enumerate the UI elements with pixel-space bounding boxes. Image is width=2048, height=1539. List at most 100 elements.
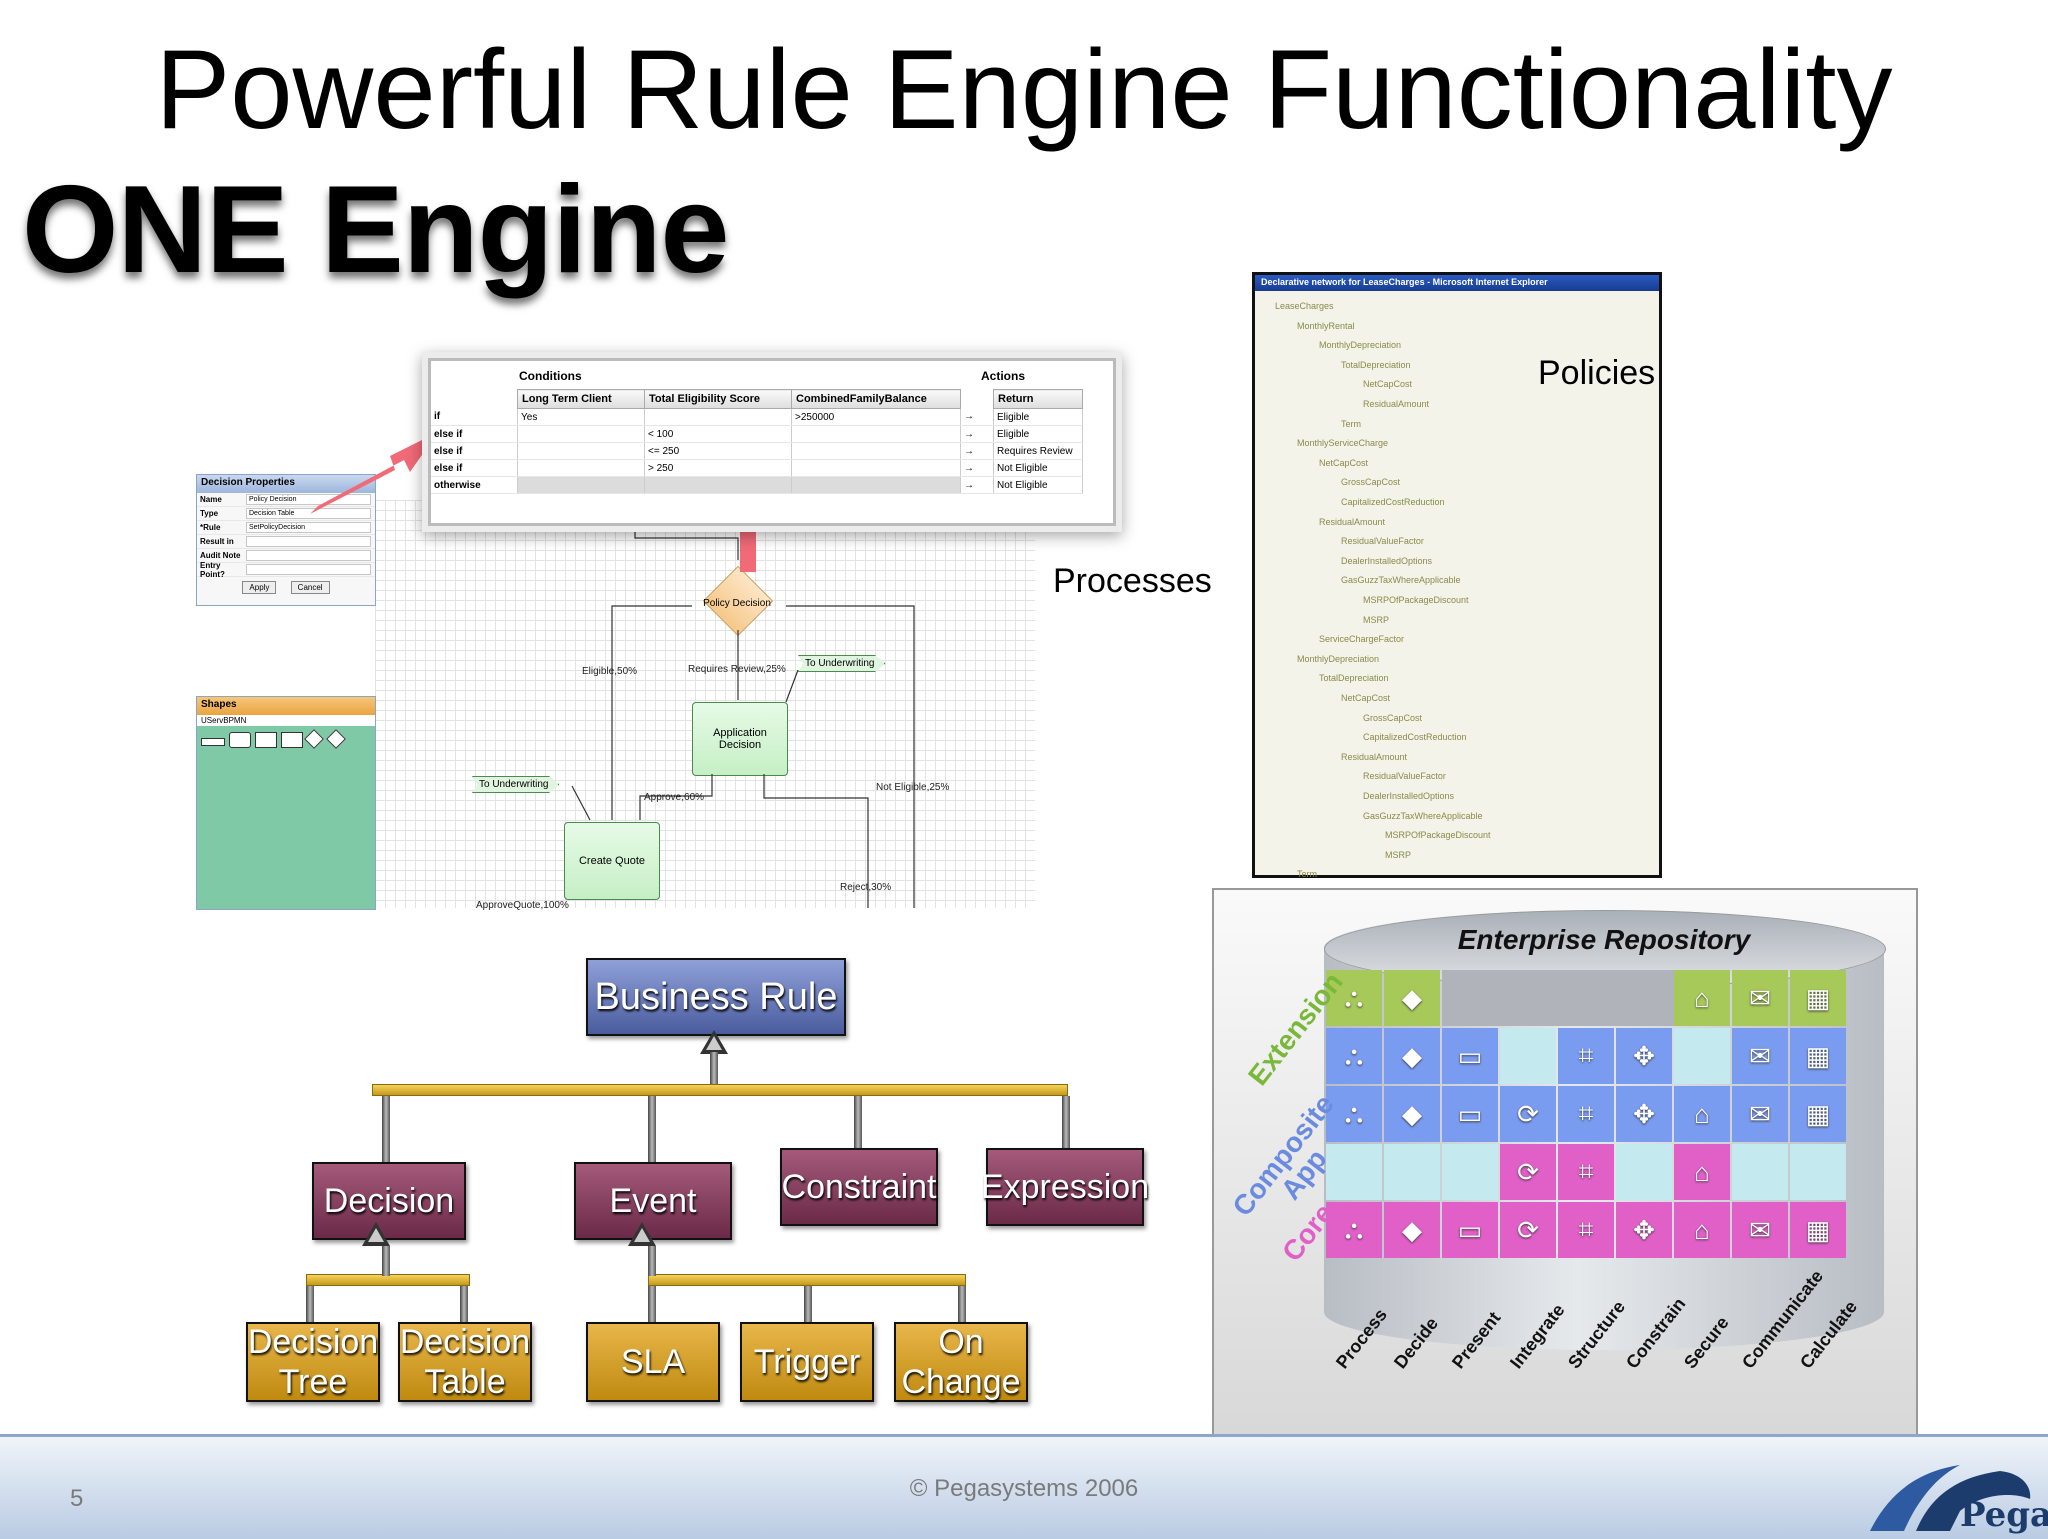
shape-line-icon[interactable] xyxy=(201,738,225,746)
shape-rect-icon[interactable] xyxy=(229,732,251,748)
application-decision-node[interactable]: Application Decision xyxy=(692,702,788,776)
to-underwriting-connector[interactable]: To Underwriting xyxy=(798,655,886,672)
window-title: Declarative network for LeaseCharges - M… xyxy=(1255,275,1659,291)
apply-button[interactable]: Apply xyxy=(242,581,277,594)
table-cell[interactable]: Requires Review xyxy=(993,442,1083,460)
table-cell[interactable] xyxy=(791,425,961,443)
tree-node[interactable]: GasGuzzTaxWhereApplicable xyxy=(1341,575,1461,586)
property-row: Result in xyxy=(197,535,375,549)
pega-logo-icon xyxy=(1870,1465,2031,1531)
connector xyxy=(648,1246,656,1276)
property-key: Audit Note xyxy=(200,551,241,560)
tree-node[interactable]: ResidualValueFactor xyxy=(1363,771,1446,782)
tree-node[interactable]: MSRP xyxy=(1363,614,1390,625)
capability-cell: ▭ xyxy=(1442,1086,1498,1142)
shape-box-icon[interactable] xyxy=(255,732,277,748)
tree-node[interactable]: LeaseCharges xyxy=(1275,301,1334,311)
tree-node[interactable]: GasGuzzTaxWhereApplicable xyxy=(1363,810,1483,821)
tree-node[interactable]: MSRPOfPackageDiscount xyxy=(1363,595,1469,605)
table-cell[interactable]: else if xyxy=(431,459,518,477)
tree-node[interactable]: ResidualAmount xyxy=(1319,516,1386,527)
tree-node[interactable]: MonthlyRental xyxy=(1297,320,1355,331)
table-cell[interactable] xyxy=(517,459,645,477)
table-cell[interactable] xyxy=(791,442,961,460)
tree-node[interactable]: DealerInstalledOptions xyxy=(1363,791,1455,801)
expression-box: Expression xyxy=(981,1148,1149,1226)
flow-label: Approve,60% xyxy=(644,792,705,803)
capability-cell: ✉ xyxy=(1732,1086,1788,1142)
tree-node[interactable]: ResidualAmount xyxy=(1363,399,1430,409)
table-cell[interactable]: otherwise xyxy=(431,476,518,494)
table-cell[interactable]: < 100 xyxy=(644,425,792,443)
to-underwriting-connector[interactable]: To Underwriting xyxy=(472,776,560,793)
table-cell[interactable]: else if xyxy=(431,425,518,443)
tree-node[interactable]: NetCapCost xyxy=(1341,693,1391,703)
tree-node[interactable]: ResidualValueFactor xyxy=(1341,536,1424,547)
tree-node[interactable]: MSRPOfPackageDiscount xyxy=(1385,830,1491,841)
connector xyxy=(804,1286,812,1324)
tree-node[interactable]: TotalDepreciation xyxy=(1341,359,1411,370)
table-cell[interactable] xyxy=(644,408,792,426)
cancel-button[interactable]: Cancel xyxy=(290,581,330,594)
table-cell[interactable] xyxy=(517,442,645,460)
table-cell[interactable]: else if xyxy=(431,442,518,460)
tree-node[interactable]: TotalDepreciation xyxy=(1319,673,1389,684)
shapes-panel-item[interactable]: UServBPMN xyxy=(197,715,375,726)
column-header[interactable]: Long Term Client xyxy=(517,389,645,409)
capability-cell: ⌗ xyxy=(1558,1202,1614,1258)
tree-node[interactable]: ResidualAmount xyxy=(1341,751,1408,762)
property-value-field[interactable]: SetPolicyDecision xyxy=(246,522,371,533)
table-cell[interactable]: > 250 xyxy=(644,459,792,477)
property-value-field[interactable] xyxy=(246,550,371,561)
arrow-icon: → xyxy=(960,442,994,460)
table-cell[interactable]: if xyxy=(431,408,518,426)
connector xyxy=(1062,1096,1070,1148)
tree-node[interactable]: Term xyxy=(1341,418,1361,429)
table-cell[interactable] xyxy=(644,476,792,494)
tree-node[interactable]: CapitalizedCostReduction xyxy=(1341,497,1445,507)
table-cell[interactable]: Yes xyxy=(517,408,645,426)
secure-icon: ⌂ xyxy=(1694,1098,1710,1129)
tree-node[interactable]: CapitalizedCostReduction xyxy=(1363,732,1467,743)
table-cell[interactable] xyxy=(517,476,645,494)
policy-decision-node[interactable]: Policy Decision xyxy=(692,565,782,637)
table-cell[interactable] xyxy=(517,425,645,443)
column-header[interactable]: Return xyxy=(993,389,1083,409)
property-value-field[interactable]: Policy Decision xyxy=(246,494,371,505)
table-cell[interactable]: <= 250 xyxy=(644,442,792,460)
tree-node[interactable]: MonthlyServiceCharge xyxy=(1297,438,1389,449)
column-header[interactable]: Total Eligibility Score xyxy=(644,389,792,409)
integrate-icon: ⟳ xyxy=(1517,1098,1539,1129)
table-cell[interactable] xyxy=(791,476,961,494)
create-quote-node[interactable]: Create Quote xyxy=(564,822,660,900)
tree-node[interactable]: NetCapCost xyxy=(1319,457,1369,468)
tree-node[interactable]: GrossCapCost xyxy=(1363,712,1423,723)
tree-node[interactable]: MonthlyDepreciation xyxy=(1319,340,1402,351)
property-value-field[interactable] xyxy=(246,536,371,547)
capability-cell: ⟳ xyxy=(1500,1086,1556,1142)
tree-node[interactable]: Term xyxy=(1297,869,1317,880)
connector xyxy=(460,1286,468,1324)
tree-node[interactable]: ServiceChargeFactor xyxy=(1319,634,1405,645)
table-cell[interactable] xyxy=(791,459,961,477)
tree-node[interactable]: DealerInstalledOptions xyxy=(1341,555,1433,566)
tree-node[interactable]: MSRP xyxy=(1385,849,1412,860)
property-value-field[interactable] xyxy=(246,564,371,575)
property-value-field[interactable]: Decision Table xyxy=(246,508,371,519)
table-cell[interactable]: Not Eligible xyxy=(993,476,1083,494)
tree-node[interactable]: NetCapCost xyxy=(1363,379,1413,390)
connector xyxy=(306,1286,314,1324)
column-header[interactable]: CombinedFamilyBalance xyxy=(791,389,961,409)
table-row: else if <= 250 →Requires Review xyxy=(431,442,1083,460)
table-cell[interactable]: Eligible xyxy=(993,408,1083,426)
capability-cell: ✥ xyxy=(1616,1028,1672,1084)
table-cell[interactable]: Eligible xyxy=(993,425,1083,443)
tree-node[interactable]: MonthlyDepreciation xyxy=(1297,653,1380,664)
business-rule-box: Business Rule xyxy=(586,958,846,1036)
table-cell[interactable]: Not Eligible xyxy=(993,459,1083,477)
connector-bar xyxy=(372,1084,1068,1096)
capability-cell: ⛬ xyxy=(1326,1202,1382,1258)
tree-node[interactable]: GrossCapCost xyxy=(1341,477,1401,488)
table-cell[interactable]: >250000 xyxy=(791,408,961,426)
shape-box-icon[interactable] xyxy=(281,732,303,748)
